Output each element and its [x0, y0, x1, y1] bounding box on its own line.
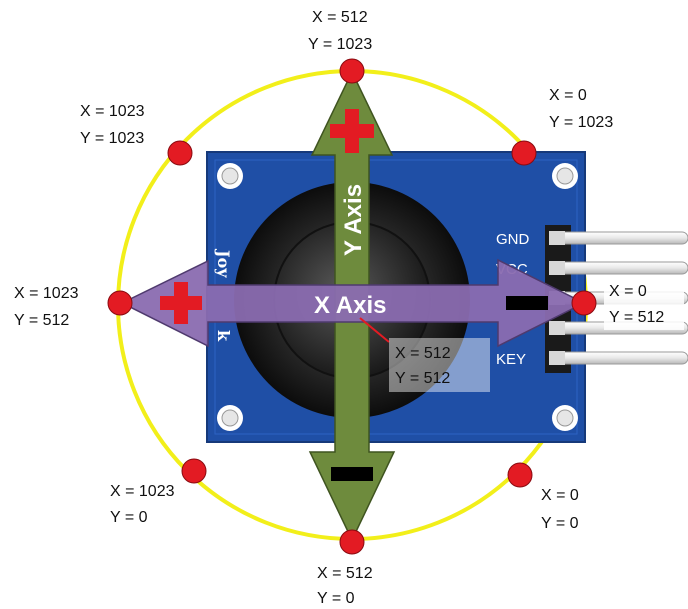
label-right-x: X = 0	[609, 283, 647, 300]
x-axis-arrow: X Axis	[120, 258, 586, 348]
label-top-x: X = 512	[312, 9, 368, 26]
label-left-x: X = 1023	[14, 285, 79, 302]
mount-hole-bottom-left	[217, 405, 243, 431]
label-bottom-left: X = 1023 Y = 0	[110, 483, 175, 526]
label-bottom-right-y: Y = 0	[541, 515, 579, 532]
center-x-value: X = 512	[395, 345, 451, 362]
label-bottom-left-x: X = 1023	[110, 483, 175, 500]
label-left-y: Y = 512	[14, 312, 69, 329]
label-top: X = 512 Y = 1023	[308, 9, 372, 53]
marker-top-left	[167, 140, 193, 166]
pin-label-key: KEY	[496, 351, 526, 368]
pin-2	[549, 261, 688, 275]
x-plus-sign	[160, 282, 202, 324]
label-bottom-x: X = 512	[317, 565, 373, 582]
mount-hole-top-left	[217, 163, 243, 189]
label-top-right-y: Y = 1023	[549, 114, 613, 131]
mount-hole-top-right	[552, 163, 578, 189]
pin-1	[549, 231, 688, 245]
center-y-value: Y = 512	[395, 370, 450, 387]
label-top-right-x: X = 0	[549, 87, 587, 104]
marker-left	[107, 290, 133, 316]
y-axis-label: Y Axis	[340, 184, 367, 256]
label-bottom-right: X = 0 Y = 0	[541, 487, 579, 532]
label-top-right: X = 0 Y = 1023	[549, 87, 613, 131]
marker-bottom	[339, 529, 365, 555]
y-plus-sign	[330, 109, 374, 153]
label-top-left-y: Y = 1023	[80, 130, 144, 147]
board-silkscreen-text-lower: k	[214, 330, 233, 342]
label-left: X = 1023 Y = 512	[14, 285, 79, 329]
pin-label-gnd: GND	[496, 231, 530, 248]
center-reading: X = 512 Y = 512	[359, 317, 490, 392]
marker-top-right	[511, 140, 537, 166]
label-bottom-y: Y = 0	[317, 590, 355, 607]
label-top-left-x: X = 1023	[80, 103, 145, 120]
board-silkscreen-text: Joy	[214, 248, 233, 278]
label-top-left: X = 1023 Y = 1023	[80, 103, 145, 147]
x-minus-sign	[506, 296, 548, 310]
label-bottom: X = 512 Y = 0	[317, 565, 373, 607]
label-top-y: Y = 1023	[308, 36, 372, 53]
marker-top	[339, 58, 365, 84]
y-minus-sign	[331, 467, 373, 481]
mount-hole-bottom-right	[552, 405, 578, 431]
label-bottom-right-x: X = 0	[541, 487, 579, 504]
x-axis-label: X Axis	[314, 292, 386, 319]
pin-5	[549, 351, 688, 365]
label-right-y: Y = 512	[609, 309, 664, 326]
label-right: X = 0 Y = 512	[604, 278, 684, 330]
label-bottom-left-y: Y = 0	[110, 509, 148, 526]
marker-bottom-right	[507, 462, 533, 488]
marker-right	[571, 290, 597, 316]
marker-bottom-left	[181, 458, 207, 484]
